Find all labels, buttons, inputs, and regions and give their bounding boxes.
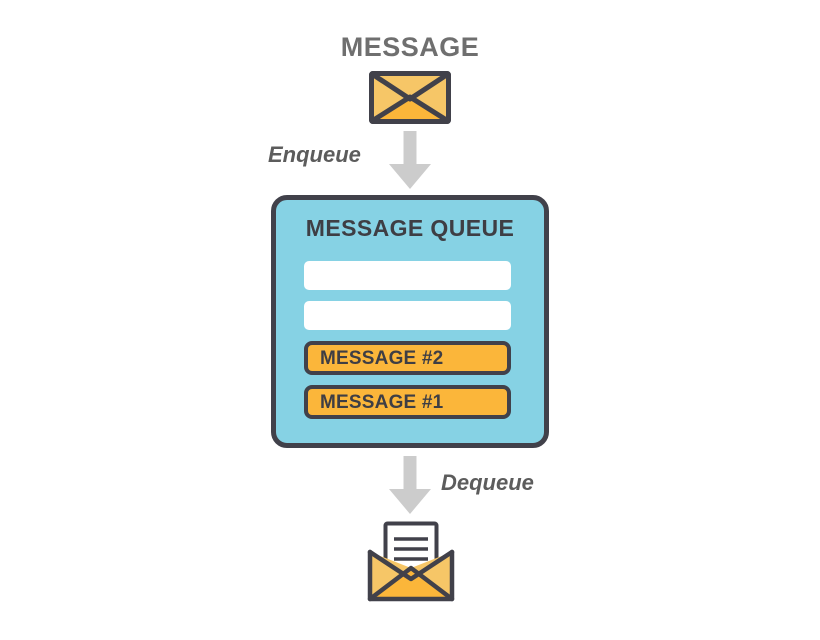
enqueue-label: Enqueue	[268, 142, 361, 167]
queue-slot-empty	[304, 261, 511, 290]
queue-slot-label: MESSAGE #1	[320, 391, 444, 413]
queue-slot-empty	[304, 301, 511, 330]
queue-slot-message-1: MESSAGE #1	[304, 385, 511, 419]
page-title: MESSAGE	[340, 32, 480, 62]
queue-slot-label: MESSAGE #2	[320, 347, 444, 369]
queue-slot-message-2: MESSAGE #2	[304, 341, 511, 375]
arrow-down-icon-dequeue	[389, 456, 431, 514]
envelope-open-icon	[366, 521, 456, 604]
queue-slot-list: MESSAGE #2 MESSAGE #1	[304, 261, 511, 429]
envelope-closed-icon	[369, 71, 451, 124]
arrow-down-icon-enqueue	[389, 131, 431, 189]
message-queue-box: MESSAGE QUEUE MESSAGE #2 MESSAGE #1	[271, 195, 549, 448]
dequeue-label: Dequeue	[441, 470, 534, 495]
queue-title: MESSAGE QUEUE	[305, 215, 515, 241]
